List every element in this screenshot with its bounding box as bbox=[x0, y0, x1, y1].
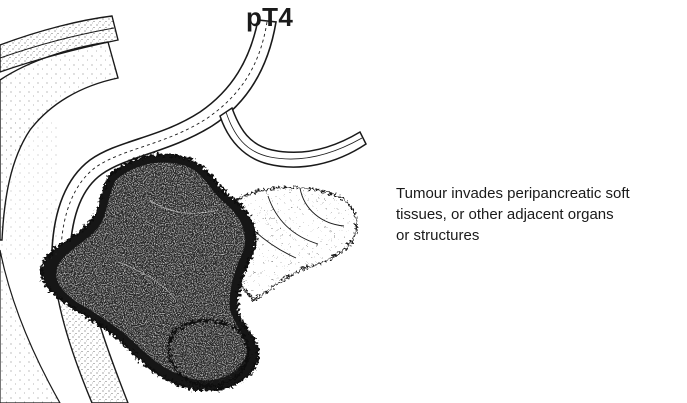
stage-label: pT4 bbox=[246, 2, 293, 33]
stage-description-line: tissues, or other adjacent organs bbox=[396, 204, 676, 225]
stage-description-line: Tumour invades peripancreatic soft bbox=[396, 183, 676, 204]
stage-description-line: or structures bbox=[396, 225, 676, 246]
stage-description: Tumour invades peripancreatic soft tissu… bbox=[396, 183, 676, 246]
pancreatic-duct bbox=[220, 108, 366, 167]
tumour-lower-lobe bbox=[169, 320, 249, 385]
